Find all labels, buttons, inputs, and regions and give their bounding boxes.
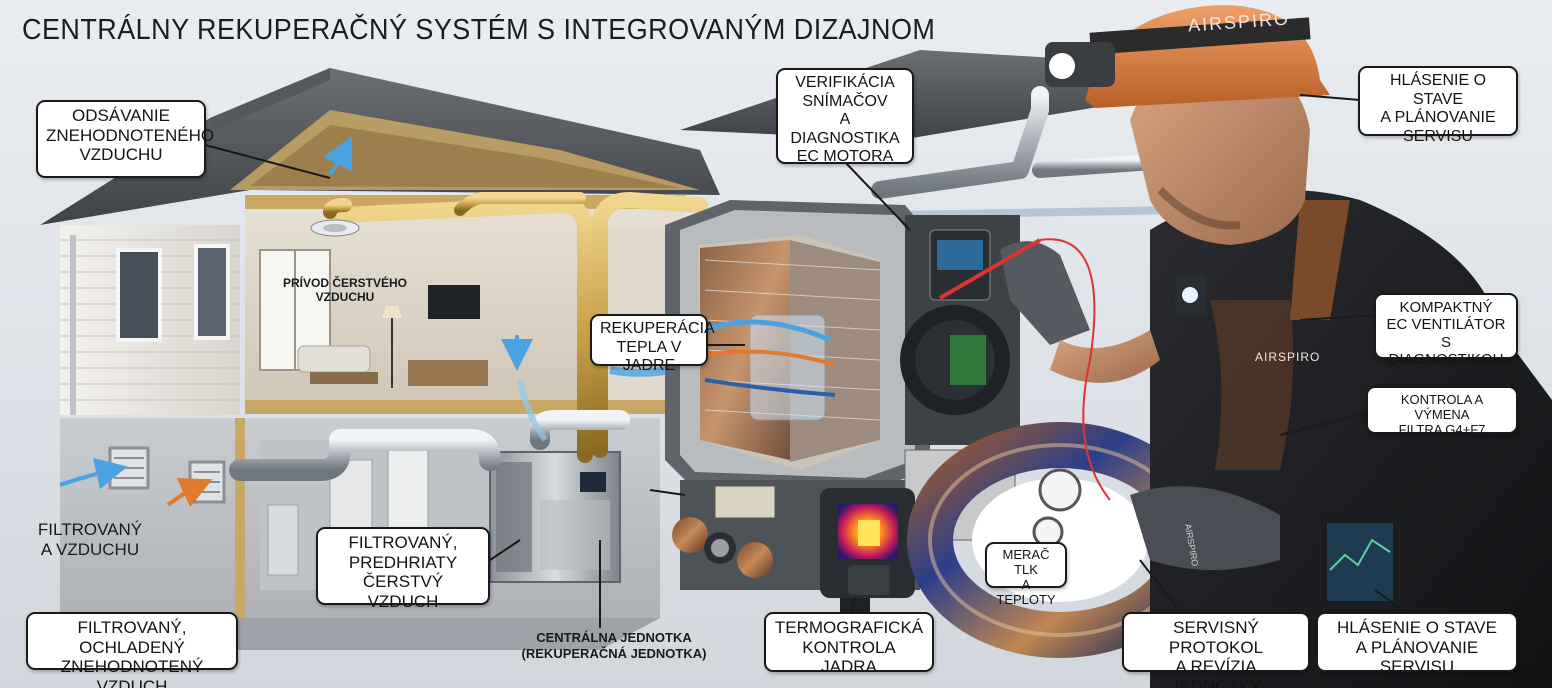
page-title: CENTRÁLNY REKUPERAČNÝ SYSTÉM S INTEGROVA… (22, 14, 936, 46)
callout-compact-fan: KOMPAKTNÝ EC VENTILÁTOR S DIAGNOSTIKOU (1374, 293, 1518, 368)
callout-pressure-gauge: MERAČ TLK A TEPLOTY (985, 542, 1067, 607)
shirt-logo-text: AIRSPIRO (1255, 350, 1321, 364)
label-filtered-air: FILTROVANÝ A VZDUCHU (37, 520, 143, 560)
callout-status-report-bottom: HLÁSENIE O STAVE A PLÁNOVANIE SERVISU (1316, 612, 1518, 676)
callout-thermographic-inspection: TERMOGRAFICKÁ KONTROLA JADRA (764, 612, 934, 676)
label-central-unit: CENTRÁLNA JEDNOTKA (REKUPERAČNÁ JEDNOTKA… (521, 630, 707, 661)
ceiling-diffuser-icon (310, 219, 360, 237)
leader-lines (204, 94, 1406, 628)
callout-filtered-cooled-air: FILTROVANÝ, OCHLADENÝ ZNEHODNOTENÝ VZDUC… (26, 612, 238, 688)
label-fresh-air-supply: PRÍVOD ČERSTVÉHO VZDUCHU (282, 276, 408, 305)
house-illustration (40, 50, 1140, 650)
callout-exhaust-air: ODSÁVANIE ZNEHODNOTENÉHO VZDUCHU (36, 100, 214, 178)
callout-status-report-top: HLÁSENIE O STAVE A PLÁNOVANIE SERVISU (1358, 66, 1518, 145)
callout-service-protocol: SERVISNÝ PROTOKOL A REVÍZIA JEDNOTKY (1122, 612, 1310, 688)
callout-filter-check: KONTROLA A VÝMENA FILTRA G4+F7 (1366, 386, 1518, 437)
callout-sensor-verification: VERIFIKÁCIA SNÍMAČOV A DIAGNOSTIKA EC MO… (776, 68, 914, 165)
callout-filtered-preheated-air: FILTROVANÝ, PREDHRIATY ČERSTVÝ VZDUCH (316, 527, 490, 611)
callout-heat-recovery: REKUPERÁCIA TEPLA V JADRE (590, 314, 715, 374)
recovery-unit-cutaway (665, 200, 1020, 590)
